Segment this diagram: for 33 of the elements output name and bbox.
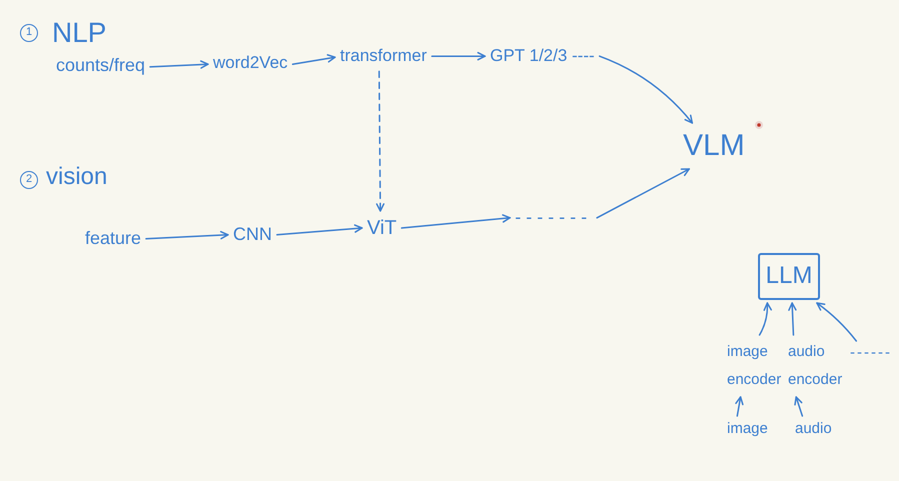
method-label: feature <box>85 228 142 250</box>
model-label: GPT 1/2/3 ---- <box>490 46 595 66</box>
arrow <box>758 302 772 336</box>
input-label: audio <box>795 419 832 439</box>
model-label: ViT <box>367 216 397 240</box>
section-heading: vision <box>46 163 108 192</box>
model-box: LLM <box>758 253 820 300</box>
arrow <box>735 396 744 417</box>
step-number: 2 <box>20 171 38 189</box>
arrow <box>145 230 229 240</box>
arrow <box>598 55 693 124</box>
ellipsis-dashes: ------ <box>850 344 892 362</box>
method-label: word2Vec <box>213 53 288 74</box>
arrow <box>149 60 209 69</box>
component-label: audio encoder <box>788 338 842 394</box>
component-label: image encoder <box>727 338 782 394</box>
arrow <box>292 54 336 65</box>
arrow <box>794 396 804 417</box>
method-label: counts/freq <box>56 55 146 77</box>
arrow <box>816 302 858 342</box>
arrow <box>276 224 363 236</box>
arrow <box>400 214 511 229</box>
arrow <box>788 302 797 336</box>
model-label: transformer <box>340 46 427 66</box>
input-label: image <box>727 419 768 439</box>
arrow <box>431 52 486 60</box>
model-label: VLM <box>683 128 745 164</box>
model-label: CNN <box>233 224 272 246</box>
step-number: 1 <box>20 24 38 42</box>
section-heading: NLP <box>52 16 106 50</box>
ellipsis-dashes: ------- <box>515 207 592 229</box>
arrow <box>596 168 690 219</box>
dashed-arrow <box>376 70 385 212</box>
